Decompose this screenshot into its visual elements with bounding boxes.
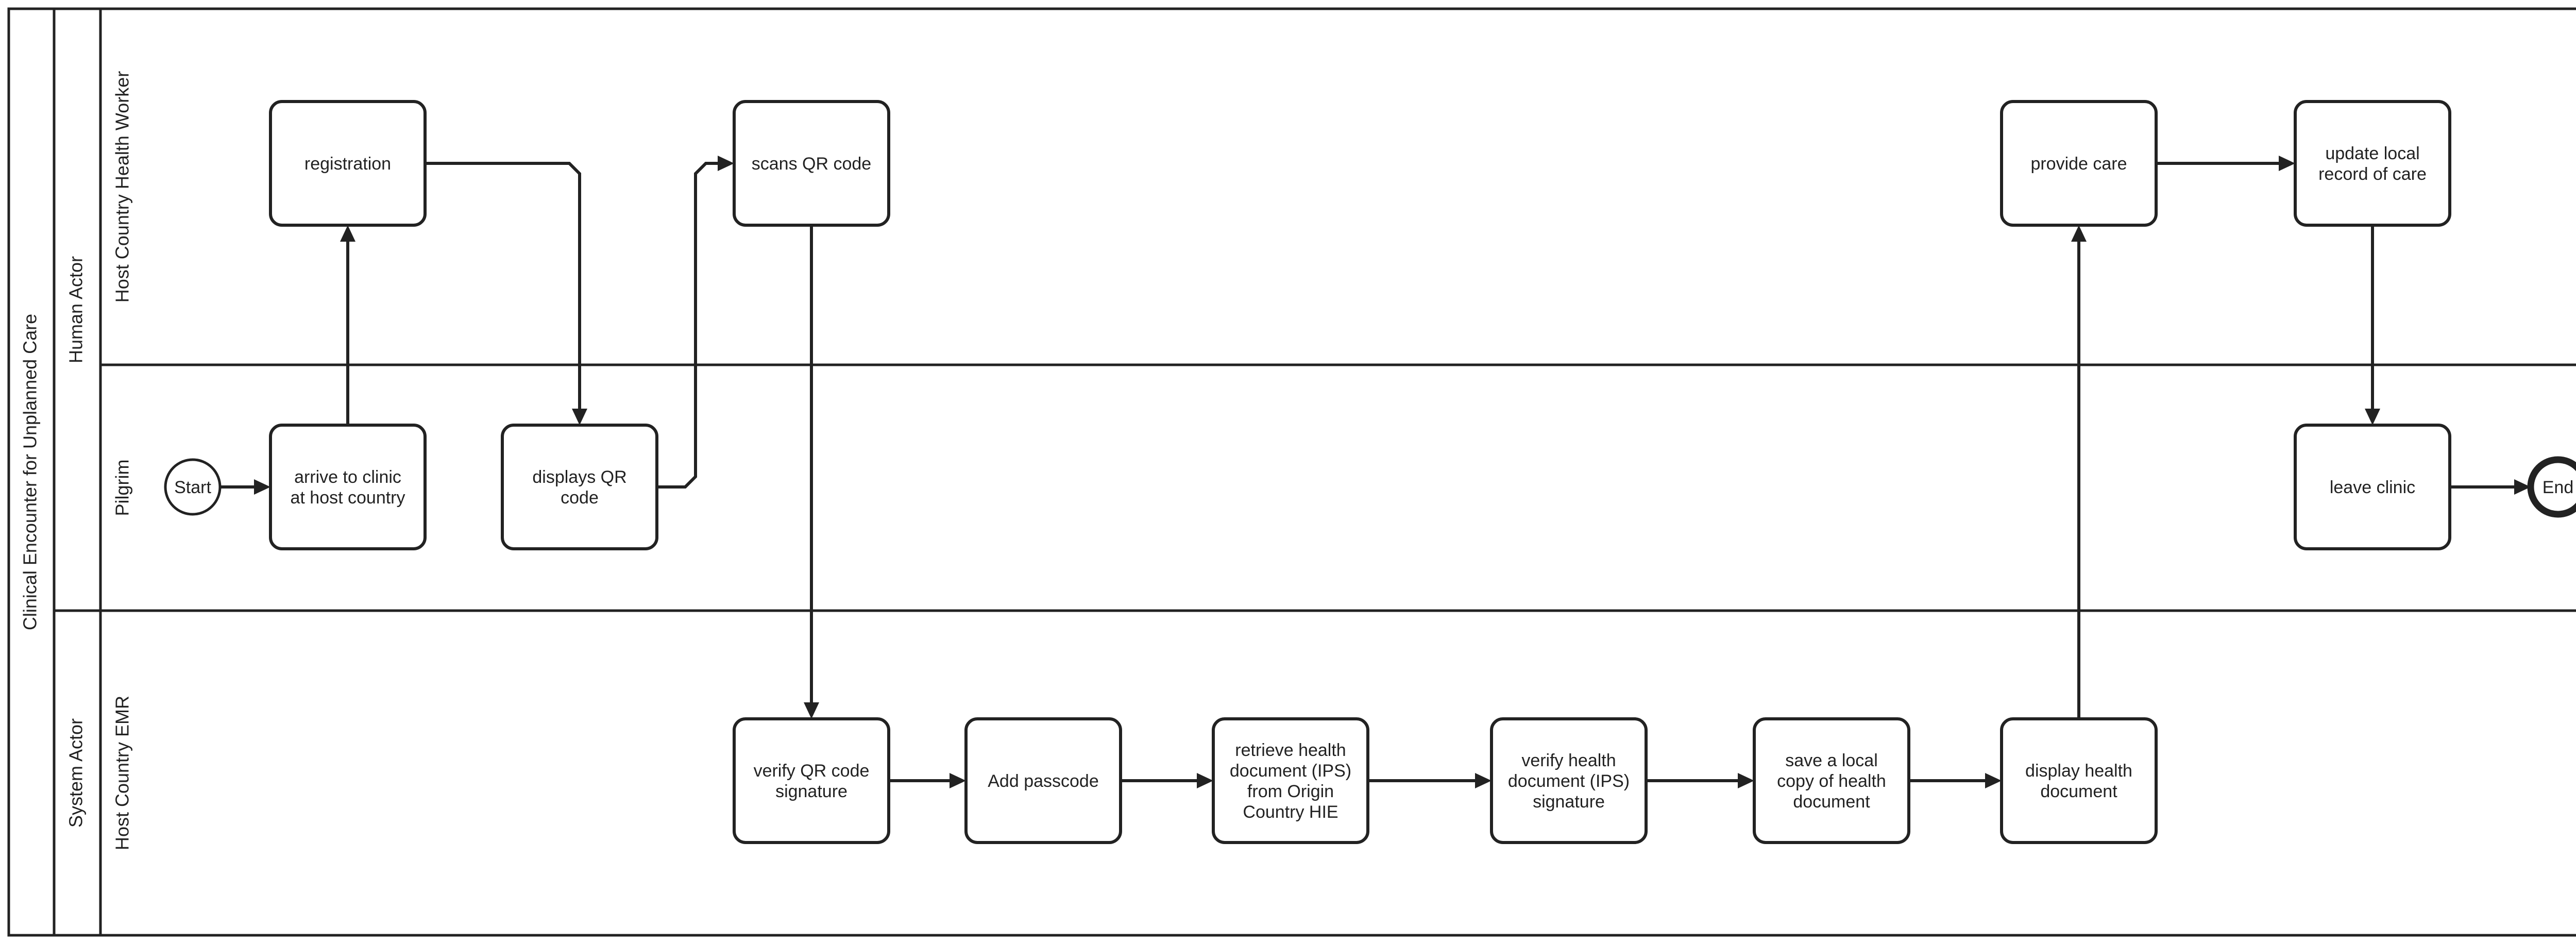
arrowhead-retrieve — [1197, 773, 1213, 788]
pool-border — [7, 7, 2576, 937]
arrowhead-end — [2514, 479, 2531, 495]
pool-frame — [7, 7, 2576, 937]
task-label-line: update local — [2325, 144, 2419, 163]
pool-title: Clinical Encounter for Unplanned Care — [20, 314, 41, 630]
task-label-line: arrive to clinic — [294, 467, 401, 487]
task-provide: provide care — [2000, 100, 2158, 227]
lane-label-pilgrim: Pilgrim — [112, 459, 133, 516]
task-box-verifydoc — [1490, 717, 1648, 844]
arrowhead-displaydoc — [1985, 773, 2002, 788]
lane-group-label-human: Human Actor — [65, 256, 87, 363]
task-box-passcode — [964, 717, 1122, 844]
task-box-save — [1753, 717, 1910, 844]
task-passcode: Add passcode — [964, 717, 1122, 844]
task-label-line: record of care — [2318, 164, 2427, 184]
task-label-line: document (IPS) — [1508, 771, 1630, 791]
task-label-line: retrieve health — [1235, 740, 1346, 760]
lane-label-hchw: Host Country Health Worker — [112, 71, 133, 303]
task-label-line: leave clinic — [2330, 478, 2415, 497]
task-label-line: document — [1793, 792, 1870, 812]
arrowhead-verifydoc — [1475, 773, 1492, 788]
task-box-leave — [2294, 424, 2451, 550]
task-label-line: at host country — [290, 488, 405, 508]
flow-displayqr-to-scan — [657, 162, 718, 489]
start-event-circle — [164, 458, 222, 516]
task-label-line: verify QR code — [754, 761, 870, 781]
arrowhead-passcode — [950, 773, 966, 788]
arrowhead-provide — [2071, 225, 2087, 242]
task-label-leave: leave clinic — [2330, 478, 2415, 497]
task-box-arrive — [269, 424, 427, 550]
lane-group-label-system: System Actor — [65, 718, 87, 828]
sequence-flows — [220, 156, 2531, 788]
task-box-update — [2294, 100, 2451, 227]
task-box-displayqr — [501, 424, 658, 550]
task-label-line: document (IPS) — [1230, 761, 1351, 781]
end-event-circle — [2527, 456, 2576, 518]
task-label-line: scans QR code — [752, 154, 871, 174]
task-label-line: signature — [1533, 792, 1605, 812]
task-box-scan — [733, 100, 890, 227]
task-box-provide — [2000, 100, 2158, 227]
task-label-line: registration — [304, 154, 391, 174]
lane-labels: Clinical Encounter for Unplanned Care Hum… — [20, 71, 133, 850]
task-box-retrieve — [1212, 717, 1369, 844]
task-scan: scans QR code — [733, 100, 890, 227]
arrowhead-save — [1738, 773, 1754, 788]
task-label-line: from Origin — [1247, 782, 1334, 801]
task-box-verifyqr — [733, 717, 890, 844]
task-label-line: displays QR — [532, 467, 626, 487]
arrowhead-registration — [340, 225, 355, 242]
task-label-line: signature — [775, 782, 848, 801]
task-label-line: copy of health — [1777, 771, 1886, 791]
start-event: Start — [164, 458, 222, 516]
arrowhead-arrive — [254, 479, 270, 495]
end-event: End — [2527, 456, 2576, 518]
task-label-provide: provide care — [2030, 154, 2127, 174]
task-label-line: Country HIE — [1243, 802, 1338, 822]
task-box-registration — [269, 100, 427, 227]
task-label-passcode: Add passcode — [988, 771, 1099, 791]
task-leave: leave clinic — [2294, 424, 2451, 550]
task-registration: registration — [269, 100, 427, 227]
start-event-label: Start — [174, 478, 211, 497]
arrowhead-leave — [2365, 409, 2380, 425]
arrowhead-update — [2279, 156, 2295, 171]
task-label-registration: registration — [304, 154, 391, 174]
lane-label-emr: Host Country EMR — [112, 696, 133, 850]
arrowhead-scan — [718, 156, 734, 171]
end-event-label: End — [2543, 478, 2574, 497]
task-label-line: code — [561, 488, 599, 508]
task-label-line: display health — [2025, 761, 2132, 781]
task-label-line: document — [2040, 782, 2117, 801]
arrowhead-verifyqr — [804, 702, 819, 719]
task-box-displaydoc — [2000, 717, 2158, 844]
flow-nodes: registration scans QR code provide care upd… — [164, 100, 2576, 844]
task-label-line: provide care — [2030, 154, 2127, 174]
task-label-line: Add passcode — [988, 771, 1099, 791]
task-label-line: verify health — [1521, 751, 1616, 770]
task-label-line: save a local — [1785, 751, 1878, 770]
arrowhead-displayqr — [572, 409, 587, 425]
task-label-scan: scans QR code — [752, 154, 871, 174]
flow-registration-to-displayqr — [425, 162, 581, 409]
